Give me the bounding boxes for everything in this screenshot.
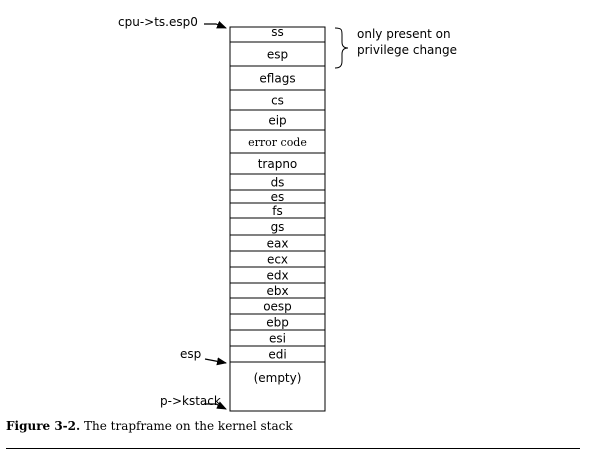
privilege-note-line1: only present on [357,27,451,41]
stack-field-label: ecx [267,253,288,267]
esp0-arrow [204,20,227,29]
stack-field-label: ebx [266,284,288,298]
stack-field-label: esp [267,48,288,62]
stack-field-label: ebp [266,316,289,330]
stack-field-label: ss [271,25,284,39]
stack-field-label: (empty) [254,371,302,385]
stack-field-label: edi [268,348,286,362]
stack-field-label: error code [248,136,307,149]
stack-field-label: esi [269,332,286,346]
stack-field-label: eax [267,237,289,251]
bottom-rule [6,448,580,449]
stack-field-label: trapno [258,157,298,171]
figure-number: Figure 3-2. [6,419,81,433]
stack-field-label: gs [271,220,285,234]
esp0-pointer-label: cpu->ts.esp0 [118,15,198,29]
stack-box [229,26,326,412]
esp-arrow [204,357,227,366]
stack-field-label: fs [272,204,282,218]
figure-caption: Figure 3-2. The trapframe on the kernel … [6,419,293,433]
figure-title: The trapframe on the kernel stack [84,419,293,433]
kstack-arrow [204,401,227,410]
stack-field-label: edx [266,269,288,283]
kstack-pointer-label: p->kstack [160,394,221,408]
privilege-note-line2: privilege change [357,43,457,57]
stack-field-label: ds [271,176,285,190]
stack-field-label: eip [268,114,286,128]
stack-field-label: oesp [263,300,292,314]
esp-pointer-label: esp [180,347,201,361]
privilege-brace [334,27,349,69]
stack-field-label: es [271,190,285,204]
stack-field-label: eflags [259,72,295,86]
stack-field-label: cs [271,94,284,108]
